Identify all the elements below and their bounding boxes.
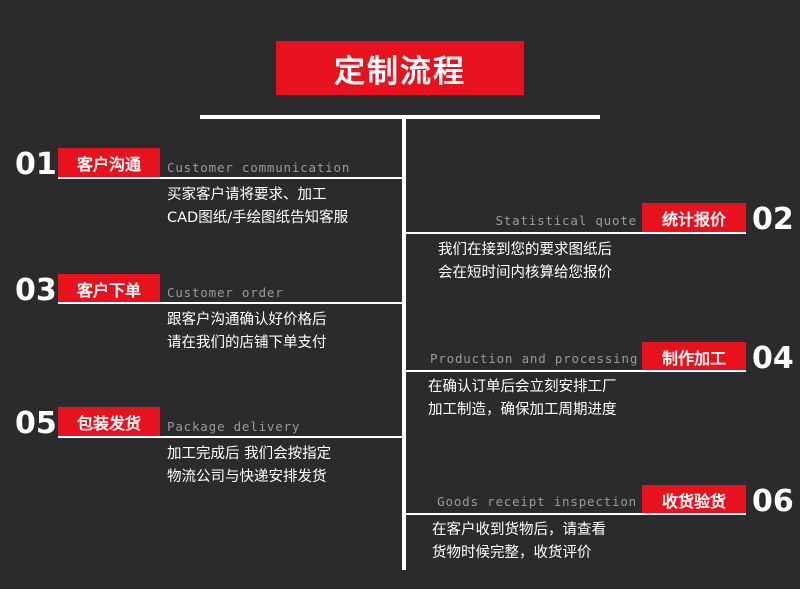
step-badge-production-processing: 制作加工: [642, 342, 746, 372]
step-description-line: 买家客户请将要求、加工: [167, 187, 327, 203]
step-description-line: CAD图纸/手绘图纸告知客服: [167, 210, 349, 226]
step-badge-customer-communication: 客户沟通: [58, 148, 160, 178]
step-number-06: 06: [752, 484, 794, 519]
step-connector-06: [404, 513, 746, 515]
step-description-line: 加工完成后 我们会按指定: [167, 446, 332, 462]
step-description-06: 在客户收到货物后，请查看 货物时候完整，收货评价: [432, 519, 606, 565]
step-description-line: 货物时候完整，收货评价: [432, 545, 592, 561]
step-description-04: 在确认订单后会立刻安排工厂 加工制造，确保加工周期进度: [428, 376, 617, 422]
step-number-03: 03: [15, 273, 57, 308]
step-number-04: 04: [752, 341, 794, 376]
step-description-line: 物流公司与快递安排发货: [167, 469, 327, 485]
step-badge-goods-receipt-inspection: 收货验货: [642, 485, 746, 515]
step-connector-04: [404, 370, 746, 372]
step-connector-01: [58, 177, 404, 179]
step-description-line: 会在短时间内核算给您报价: [438, 265, 612, 281]
step-description-line: 跟客户沟通确认好价格后: [167, 312, 327, 328]
page-title: 定制流程: [276, 41, 524, 95]
step-connector-03: [58, 302, 404, 304]
step-english-customer-order: Customer order: [167, 285, 284, 300]
step-description-line: 在客户收到货物后，请查看: [432, 522, 606, 538]
step-connector-02: [404, 232, 746, 234]
step-english-package-delivery: Package delivery: [167, 419, 301, 434]
step-english-production-processing: Production and processing: [430, 351, 639, 366]
step-number-01: 01: [15, 147, 57, 182]
step-number-02: 02: [752, 202, 794, 237]
step-english-goods-receipt-inspection: Goods receipt inspection: [437, 494, 637, 509]
step-description-05: 加工完成后 我们会按指定 物流公司与快递安排发货: [167, 443, 331, 489]
step-connector-05: [58, 436, 404, 438]
timeline-top-bar: [200, 115, 600, 119]
timeline-spine: [402, 115, 406, 570]
step-number-05: 05: [15, 406, 57, 441]
step-badge-customer-order: 客户下单: [58, 274, 160, 304]
step-badge-package-delivery: 包装发货: [58, 407, 160, 437]
step-description-line: 我们在接到您的要求图纸后: [438, 242, 612, 258]
step-description-03: 跟客户沟通确认好价格后 请在我们的店铺下单支付: [167, 309, 327, 355]
step-english-statistical-quote: Statistical quote: [495, 213, 637, 228]
step-badge-statistical-quote: 统计报价: [642, 203, 746, 233]
step-description-01: 买家客户请将要求、加工 CAD图纸/手绘图纸告知客服: [167, 184, 348, 230]
step-description-line: 在确认订单后会立刻安排工厂: [428, 379, 617, 395]
step-description-02: 我们在接到您的要求图纸后 会在短时间内核算给您报价: [438, 239, 612, 285]
step-description-line: 加工制造，确保加工周期进度: [428, 402, 617, 418]
step-english-customer-communication: Customer communication: [167, 160, 351, 175]
step-description-line: 请在我们的店铺下单支付: [167, 335, 327, 351]
